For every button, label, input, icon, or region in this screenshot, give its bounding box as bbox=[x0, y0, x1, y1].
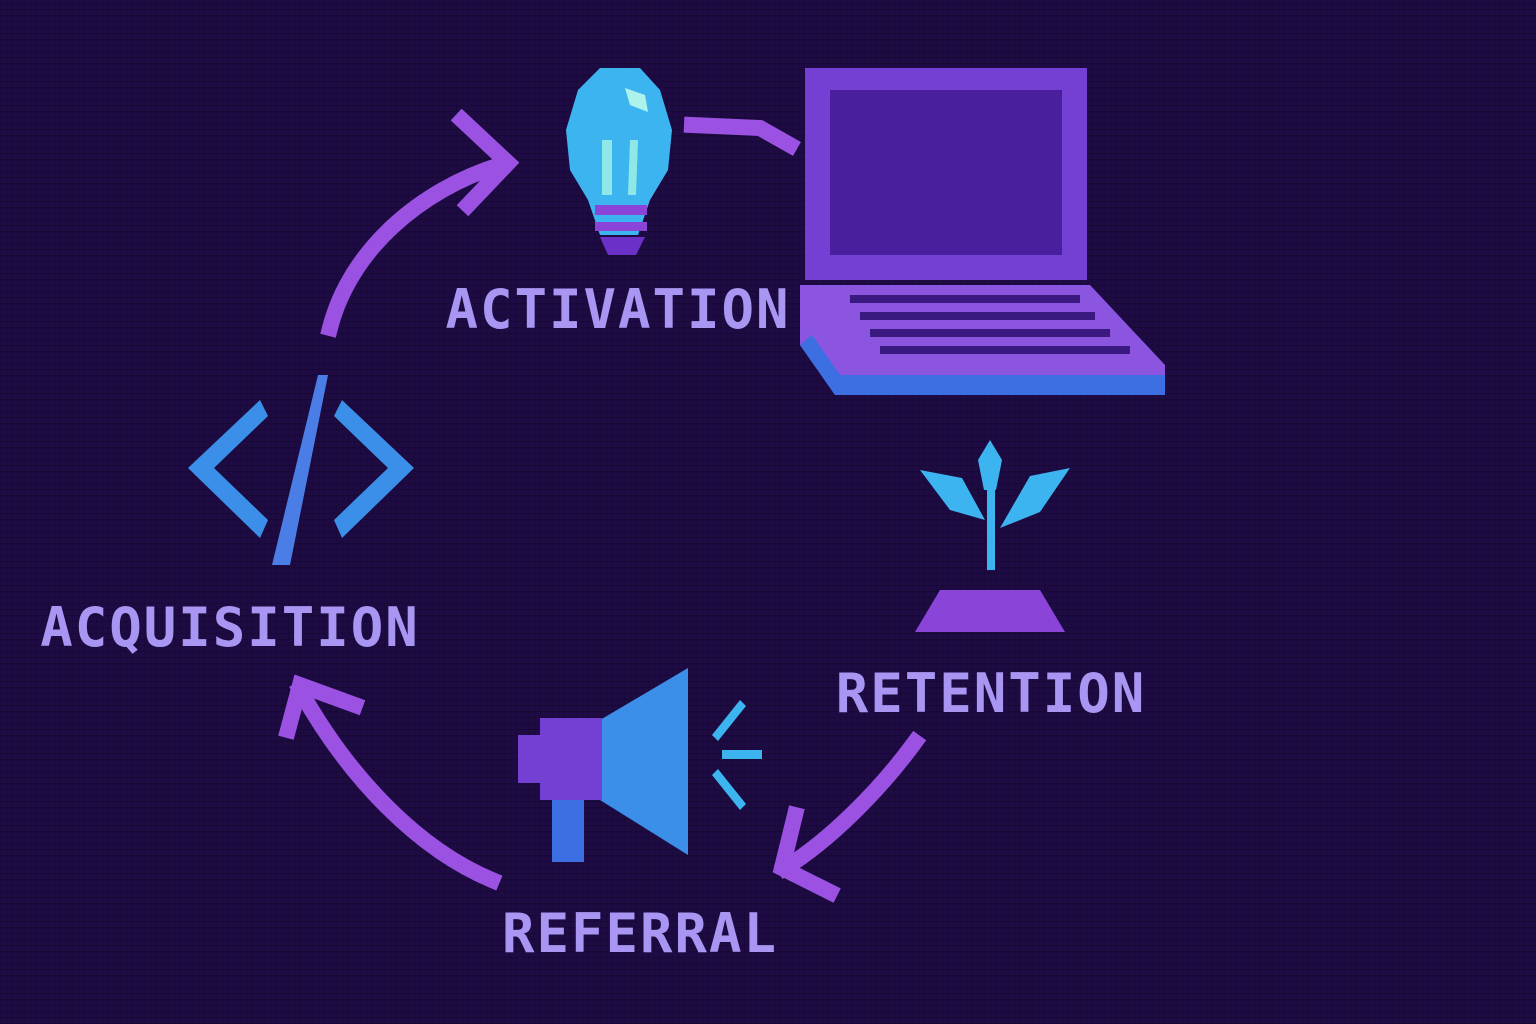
megaphone-icon bbox=[518, 668, 762, 862]
label-retention: RETENTION bbox=[836, 662, 1147, 725]
code-brackets-icon bbox=[188, 375, 414, 565]
arrow-activation-to-laptop bbox=[683, 116, 801, 156]
sprout-icon bbox=[915, 440, 1070, 632]
lightbulb-icon bbox=[566, 68, 672, 255]
arrow-referral-to-acquisition bbox=[278, 674, 503, 891]
label-acquisition: ACQUISITION bbox=[40, 596, 420, 659]
arrow-retention-to-referral bbox=[772, 730, 927, 903]
label-activation: ACTIVATION bbox=[445, 278, 790, 341]
arrow-acquisition-to-activation bbox=[320, 108, 520, 338]
label-referral: REFERRAL bbox=[502, 902, 778, 965]
laptop-icon bbox=[800, 68, 1165, 395]
